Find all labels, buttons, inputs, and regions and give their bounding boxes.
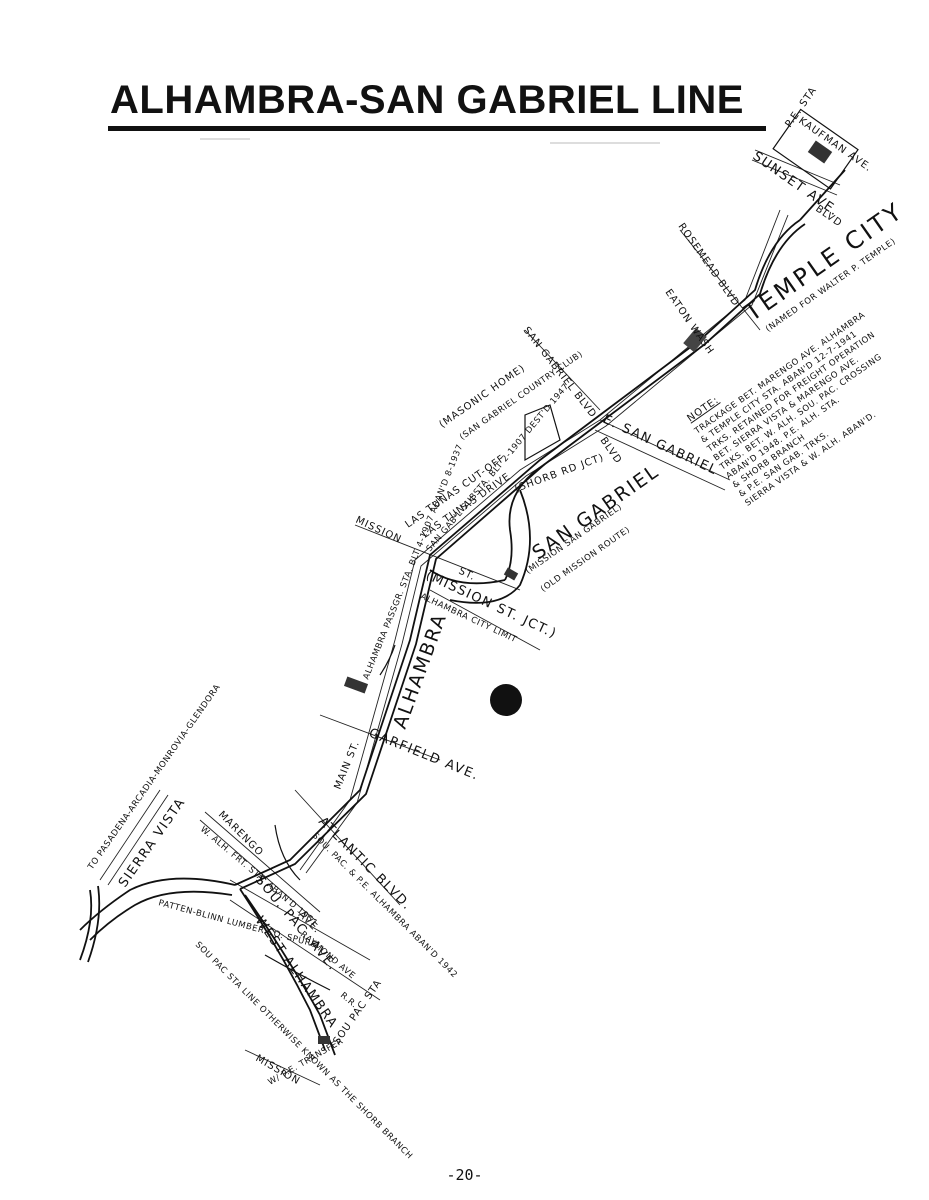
label-garfield-ave: GARFIELD AVE. bbox=[367, 726, 482, 784]
binder-hole bbox=[490, 684, 522, 716]
label-atlantic-blvd: ATLANTIC BLVD. bbox=[315, 814, 415, 914]
eaton-wash-bridge-icon bbox=[683, 327, 707, 353]
mission-station-icon bbox=[503, 567, 519, 581]
label-main-st: MAIN ST. bbox=[333, 739, 363, 791]
page-title: ALHAMBRA-SAN GABRIEL LINE bbox=[110, 78, 744, 122]
label-rosemead-blvd: ROSEMEAD BLVD bbox=[676, 221, 742, 308]
alhambra-station-icon bbox=[343, 676, 369, 694]
station-markers bbox=[318, 108, 859, 1044]
rail-line bbox=[79, 169, 846, 1056]
sou-pac-station-icon bbox=[318, 1036, 330, 1044]
note-block: TRACKAGE BET. MARENGO AVE. ALHAMBRA & TE… bbox=[692, 310, 884, 508]
page-number: -20- bbox=[446, 1166, 483, 1184]
temple-city-terminal-outline bbox=[772, 108, 859, 190]
label-mission-st: MISSION bbox=[354, 515, 404, 546]
temple-city-station-icon bbox=[807, 140, 833, 164]
label-st: ST. bbox=[457, 566, 477, 583]
title-underline bbox=[108, 126, 766, 131]
label-kaufman-ave: KAUFMAN AVE. bbox=[796, 115, 874, 174]
map-arrows bbox=[264, 404, 561, 991]
